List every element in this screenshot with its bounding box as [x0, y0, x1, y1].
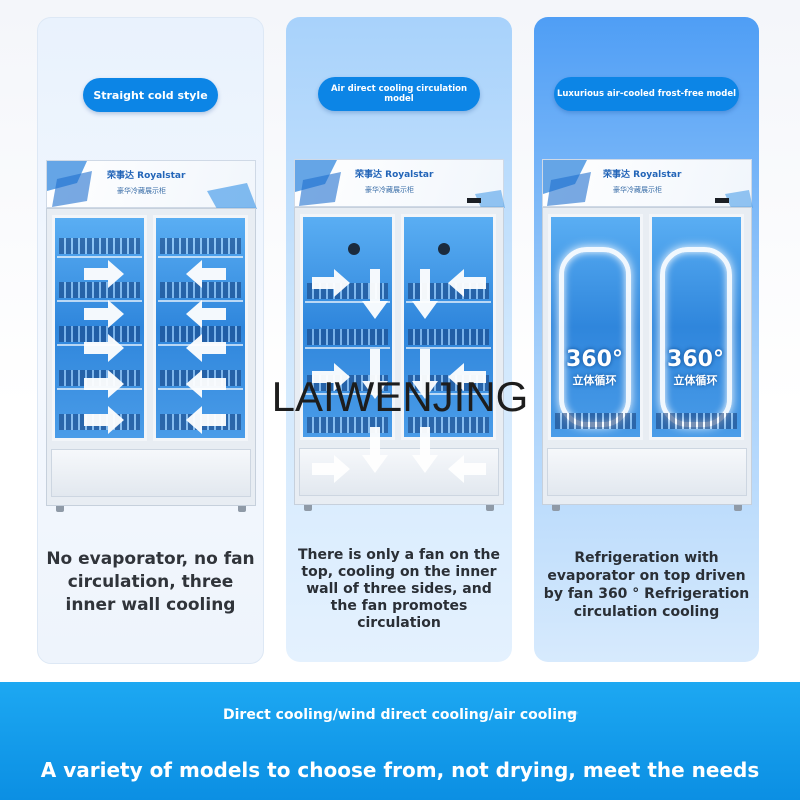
bottom-banner	[0, 682, 800, 800]
ice-pattern-icon	[295, 160, 505, 208]
panel-description: No evaporator, no fan circulation, three…	[46, 549, 255, 615]
fridge-body	[294, 207, 504, 505]
arrow-right-icon	[84, 260, 226, 434]
fridge-base	[547, 448, 747, 496]
banner-headline: A variety of models to choose from, not …	[40, 758, 760, 782]
model-pill: Luxurious air-cooled frost-free model	[554, 77, 739, 111]
brand-subtitle: 豪华冷藏展示柜	[365, 186, 414, 194]
fridge-header: 荣事达 Royalstar 豪华冷藏展示柜	[294, 159, 505, 208]
brand-logo: 荣事达 Royalstar	[603, 170, 682, 180]
fridge-header: 荣事达 Royalstar 豪华冷藏展示柜	[46, 160, 257, 209]
model-pill: Straight cold style	[83, 78, 218, 112]
fridge-door-right	[649, 214, 744, 440]
fan-arrows-icon	[312, 243, 486, 483]
brand-logo: 荣事达 Royalstar	[355, 170, 434, 180]
fridge-body	[46, 208, 256, 506]
panel-air-direct-cooling: Air direct cooling circulation model 荣事达…	[286, 17, 512, 662]
watermark: LAIWENJING	[271, 373, 529, 420]
fridge-image: 荣事达 Royalstar 豪华冷藏展示柜 360° 立体循环 360° 立体循…	[542, 159, 753, 511]
panel-straight-cold: Straight cold style 荣事达 Royalstar 豪华冷藏展示…	[37, 17, 264, 664]
banner-subtitle: Direct cooling/wind direct cooling/air c…	[223, 707, 577, 723]
ice-pattern-icon	[47, 161, 257, 209]
circulation-360-label-left: 360° 立体循环	[566, 347, 623, 387]
fridge-image: 荣事达 Royalstar 豪华冷藏展示柜	[294, 159, 505, 511]
panel-air-cooled-frost-free: Luxurious air-cooled frost-free model 荣事…	[534, 17, 759, 662]
ice-pattern-icon	[543, 160, 753, 208]
model-pill: Air direct cooling circulation model	[318, 77, 480, 111]
brand-subtitle: 豪华冷藏展示柜	[117, 187, 166, 195]
sparkle-icon	[565, 710, 579, 716]
panel-description: Refrigeration with evaporator on top dri…	[543, 550, 750, 620]
fridge-base	[51, 449, 251, 497]
fridge-header: 荣事达 Royalstar 豪华冷藏展示柜	[542, 159, 753, 208]
circulation-360-label-right: 360° 立体循环	[667, 347, 724, 387]
fridge-door-left	[548, 214, 643, 440]
brand-logo: 荣事达 Royalstar	[107, 171, 186, 181]
fridge-image: 荣事达 Royalstar 豪华冷藏展示柜	[46, 160, 257, 512]
fridge-body	[542, 207, 752, 505]
brand-subtitle: 豪华冷藏展示柜	[613, 186, 662, 194]
fridge-door-left	[300, 214, 395, 440]
panel-description: There is only a fan on the top, cooling …	[298, 547, 500, 631]
